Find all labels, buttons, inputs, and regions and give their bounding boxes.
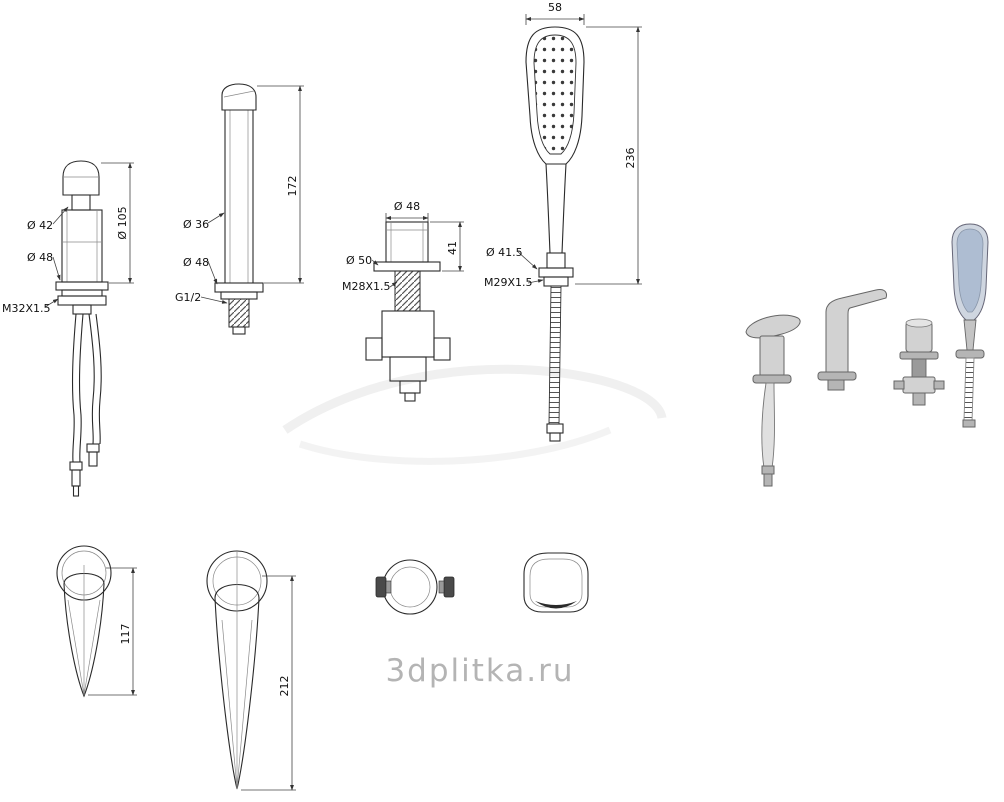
hand-shower-drawing: 58 236 Ø 41.5 M29X1.5 (484, 1, 642, 442)
dim-label-diverter-height: 41 (446, 241, 459, 255)
dim-label-valve-d48: Ø 48 (27, 251, 53, 264)
dim-label-valve-d105: Ø 105 (116, 206, 129, 239)
dim-label-spout-top-length: 212 (278, 676, 291, 697)
dim-label-valve-thread: M32X1.5 (2, 302, 51, 315)
dim-label-spout-thread: G1/2 (175, 291, 201, 304)
dim-label-shower-thread: M29X1.5 (484, 276, 533, 289)
dim-label-handle-top-length: 117 (119, 624, 132, 645)
handle-top-view: 117 (56, 545, 137, 698)
dim-label-diverter-d48: Ø 48 (394, 200, 420, 213)
site-watermark: 3dplitka.ru (385, 653, 574, 689)
background-watermark-swoosh (282, 364, 667, 465)
dim-label-valve-d42: Ø 42 (27, 219, 53, 232)
dim-label-shower-height: 236 (624, 148, 637, 169)
dim-label-diverter-d50: Ø 50 (346, 254, 372, 267)
valve-body-drawing: Ø 105 Ø 42 Ø 48 M32X1.5 (2, 160, 134, 497)
dim-label-shower-width: 58 (548, 1, 562, 14)
spout-drawing: 172 Ø 36 Ø 48 G1/2 (175, 83, 304, 335)
dim-label-spout-d36: Ø 36 (183, 218, 209, 231)
diverter-top-view (375, 559, 455, 615)
diverter-drawing: Ø 48 Ø 50 M28X1.5 41 (342, 200, 464, 402)
dim-label-spout-height: 172 (286, 176, 299, 197)
assembled-set-render (745, 223, 989, 487)
dim-label-diverter-thread: M28X1.5 (342, 280, 391, 293)
dim-label-spout-d48: Ø 48 (183, 256, 209, 269)
shower-holder-top-view (523, 552, 589, 613)
dim-label-shower-d: Ø 41.5 (486, 246, 523, 259)
spout-top-view: 212 (206, 550, 296, 791)
